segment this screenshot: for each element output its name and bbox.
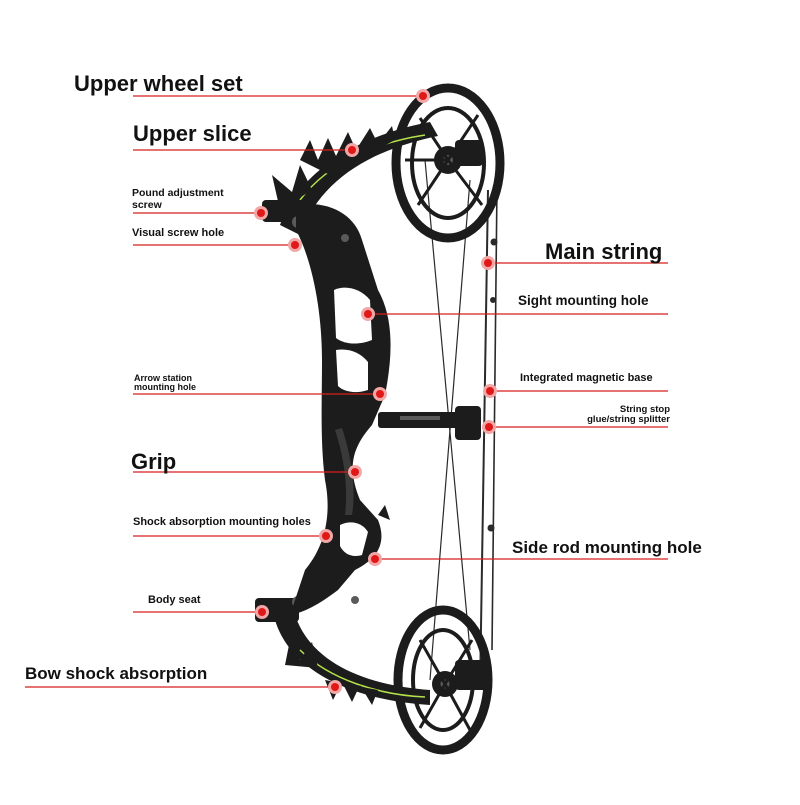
cable-line-1 <box>491 184 498 651</box>
label-string-stop-line1: String stop <box>619 404 670 415</box>
label-arrow-station-line1: Arrow station <box>134 373 193 383</box>
cable-line-3 <box>429 179 471 681</box>
label-sight-mounting-hole: Sight mounting hole <box>518 293 649 308</box>
marker-dot-grip <box>351 468 359 476</box>
marker-dot-bow-shock-absorption <box>331 683 339 691</box>
marker-dot-string-stop-splitter <box>485 423 493 431</box>
label-string-stop-splitter: String stop glue/string splitter <box>560 405 670 425</box>
marker-dot-side-rod-mounting-hole <box>371 555 379 563</box>
callout-group <box>25 89 668 694</box>
marker-dot-pound-adjustment-screw <box>257 209 265 217</box>
label-integrated-magnetic-base: Integrated magnetic base <box>520 372 653 384</box>
label-visual-screw-hole: Visual screw hole <box>132 227 225 239</box>
lower-wheel-set-graphic <box>393 605 493 755</box>
marker-dot-body-seat <box>258 608 266 616</box>
marker-dot-visual-screw-hole <box>291 241 299 249</box>
label-pound-adjustment-screw-line2: screw <box>132 198 162 211</box>
upper-wheel-set-graphic <box>391 83 505 243</box>
marker-dot-integrated-magnetic-base <box>486 387 494 395</box>
label-upper-wheel-set: Upper wheel set <box>74 71 243 96</box>
marker-dot-shock-absorption-mounting-holes <box>322 532 330 540</box>
label-shock-absorption-mounting-holes: Shock absorption mounting holes <box>133 516 311 528</box>
marker-dot-sight-mounting-hole <box>364 310 372 318</box>
label-arrow-station-mounting-hole: Arrow station mounting hole <box>134 373 196 393</box>
marker-dot-arrow-station-mounting-hole <box>376 390 384 398</box>
cable-line-2 <box>424 159 471 651</box>
label-string-stop-line2: glue/string splitter <box>587 413 670 425</box>
riser-graphic <box>290 204 481 615</box>
label-pound-adjustment-screw-line1: Pound adjustment <box>132 187 224 199</box>
marker-dot-upper-slice <box>348 146 356 154</box>
label-upper-slice: Upper slice <box>133 121 252 146</box>
label-main-string: Main string <box>545 239 663 264</box>
label-side-rod-mounting-hole: Side rod mounting hole <box>512 538 702 557</box>
label-pound-adjustment-screw: Pound adjustment screw <box>132 187 224 211</box>
label-body-seat: Body seat <box>148 594 201 606</box>
label-grip: Grip <box>131 449 177 474</box>
label-bow-shock-absorption: Bow shock absorption <box>25 664 208 683</box>
marker-dot-main-string <box>484 259 492 267</box>
label-arrow-station-line2: mounting hole <box>134 382 196 393</box>
main-string-line <box>479 189 489 691</box>
marker-dot-upper-wheel-set <box>419 92 427 100</box>
